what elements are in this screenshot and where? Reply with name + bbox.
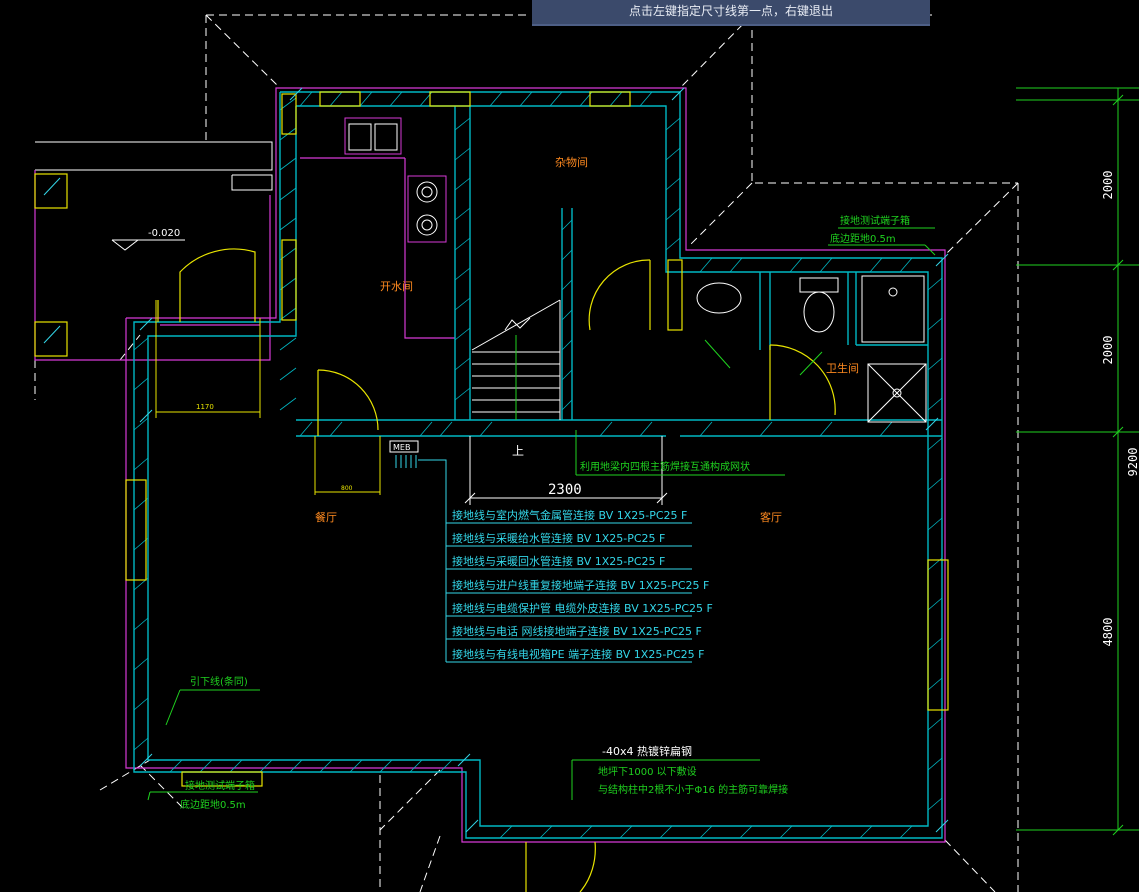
magenta-outline [34,87,946,843]
kitchen-fixtures [344,117,447,243]
room-label-living: 客厅 [760,510,782,524]
steel-note-line1: -40x4 热镀锌扁钢 [602,744,692,758]
down-conductor-label: 引下线(条同) [190,675,248,688]
grounding-row: 接地线与电话 网线接地端子连接 BV 1X25-PC25 F [452,624,702,638]
dim-small-a: 1170 [196,403,214,411]
porch-column-ticks [43,177,61,344]
steel-note-line3: 与结构柱中2根不小于Φ16 的主筋可靠焊接 [598,783,788,796]
grounding-row: 接地线与有线电视箱PE 端子连接 BV 1X25-PC25 F [452,647,704,661]
dim-right-top: 2000 [1101,171,1115,200]
room-label-storage: 杂物间 [555,155,588,169]
grounding-row: 接地线与室内燃气金属管连接 BV 1X25-PC25 F [452,508,687,522]
dim-stair-width: 2300 [548,482,582,498]
porch [35,141,273,191]
meb-label: MEB [393,443,410,452]
small-dimensions [155,300,381,495]
level-mark-text: -0.020 [148,228,180,239]
corner-markers [139,87,949,833]
stair-dimension [464,436,668,505]
grounding-table [445,500,692,663]
grounding-row: 接地线与采暖给水管连接 BV 1X25-PC25 F [452,531,665,545]
foundation-note: 利用地梁内四根主筋焊接互通构成网状 [580,460,750,473]
dim-right-bottom: 4800 [1101,618,1115,647]
grounding-row: 接地线与采暖回水管连接 BV 1X25-PC25 F [452,554,665,568]
test-box-top-line1: 接地测试端子箱 [840,214,910,227]
test-box-top-line2: 底边距地0.5m [830,232,896,245]
steel-note-line2: 地坪下1000 以下敷设 [598,765,697,778]
green-arrows [515,335,823,420]
dim-small-b: 800 [341,485,353,492]
doors-windows [125,91,949,892]
command-prompt-bar: 点击左键指定尺寸线第一点，右键退出 [532,0,930,26]
level-mark [111,239,185,251]
stair-up-label: 上 [512,444,524,458]
porch-columns [34,173,68,357]
walls [133,91,943,839]
right-dimension [1016,87,1139,836]
grounding-row: 接地线与进户线重复接地端子连接 BV 1X25-PC25 F [452,578,709,592]
test-box-bottom-leader [147,791,258,801]
meb-box[interactable] [389,440,419,453]
test-box-bottom-line2: 底边距地0.5m [180,798,246,811]
bathroom-fixtures [696,275,927,423]
wall-hatches [133,91,943,839]
room-label-dining: 餐厅 [315,510,337,524]
room-label-kitchen: 开水间 [380,280,413,293]
dim-right-cut: 9200 [1126,448,1139,477]
room-label-bathroom: 卫生间 [826,361,859,375]
dim-right-mid: 2000 [1101,336,1115,365]
steel-note-frame [571,759,760,800]
down-conductor-leader [165,689,260,726]
test-box-top-leader [828,227,936,256]
test-box-bottom-line1: 接地测试端子箱 [185,779,255,792]
grounding-row: 接地线与电缆保护管 电缆外皮连接 BV 1X25-PC25 F [452,601,713,615]
